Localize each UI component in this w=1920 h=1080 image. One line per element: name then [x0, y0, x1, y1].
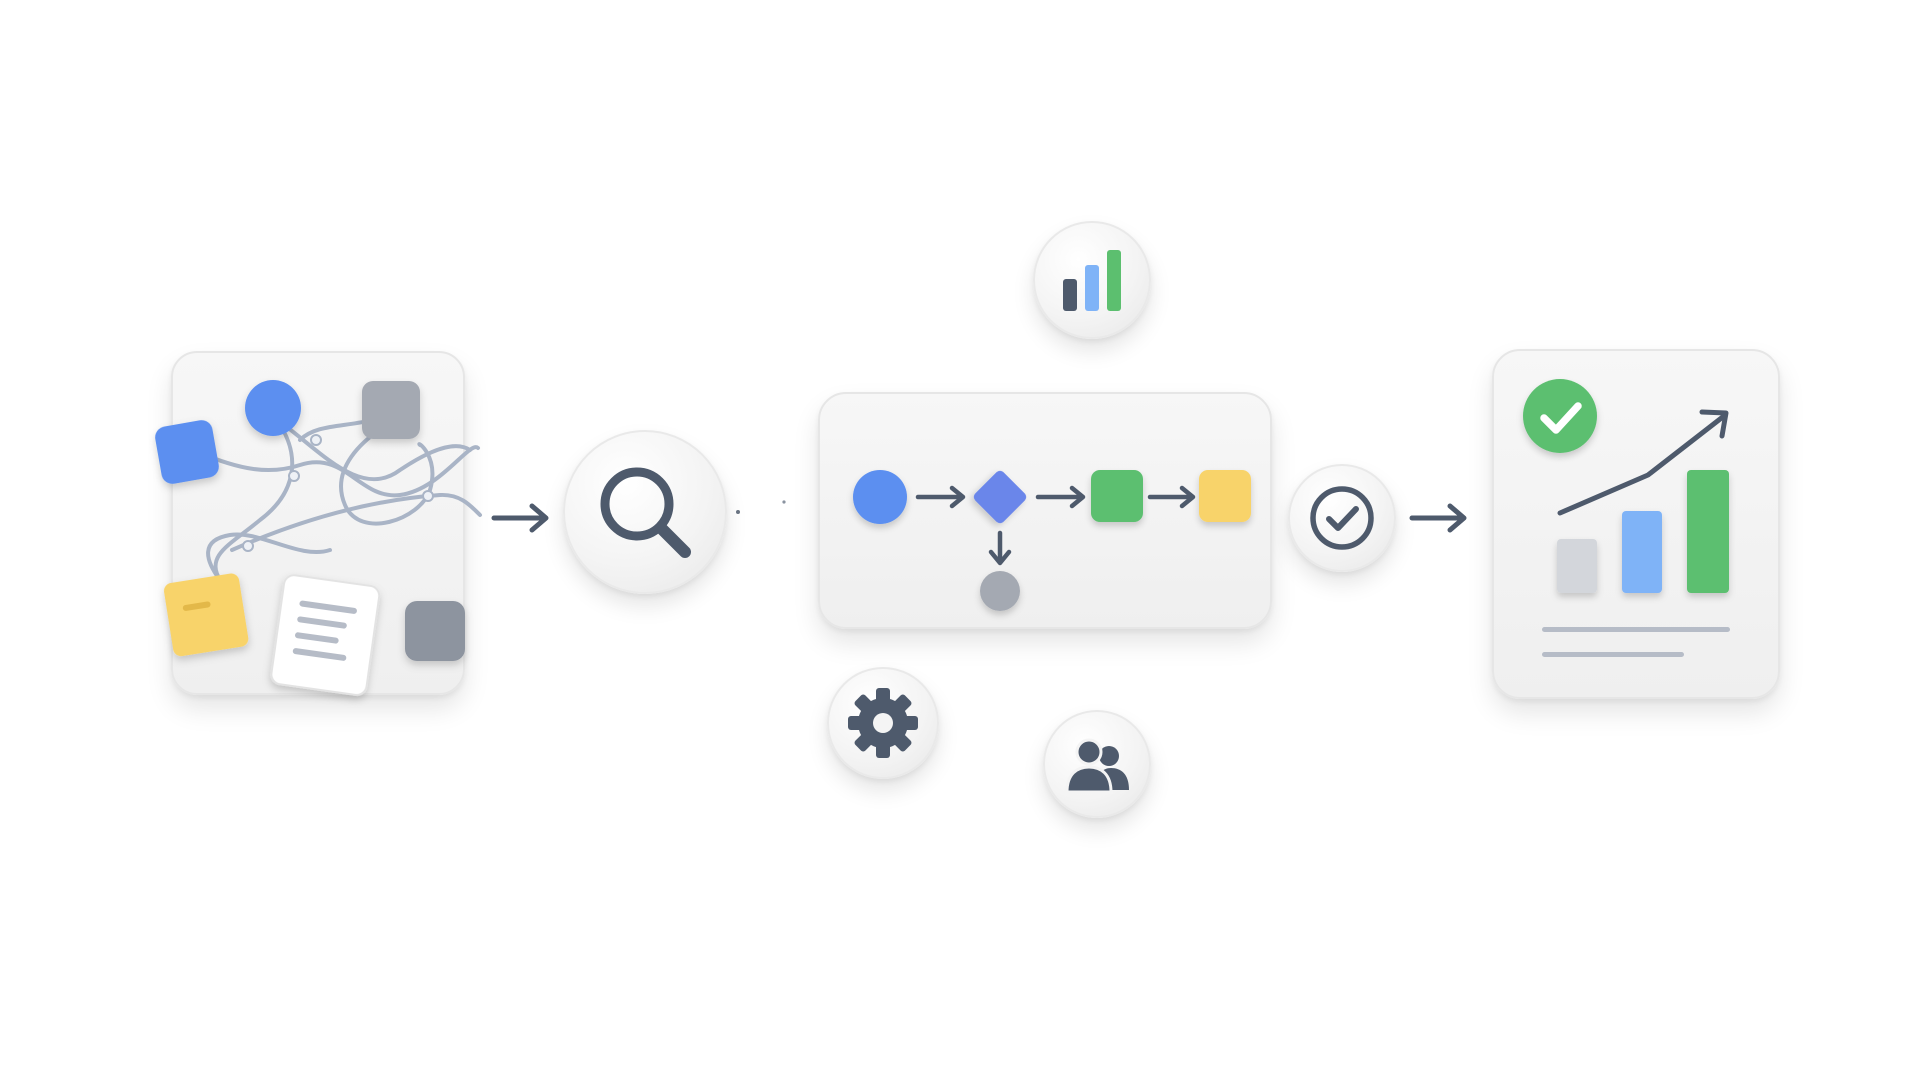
team-bubble[interactable] — [1043, 710, 1151, 818]
summary-line — [1542, 652, 1684, 657]
bar-chart-icon — [1063, 250, 1121, 311]
success-badge-icon — [1523, 379, 1597, 453]
gear-icon — [848, 688, 918, 758]
tangled-connectors — [196, 410, 482, 582]
sticky-note-icon — [163, 573, 249, 657]
analyze-bubble[interactable] — [563, 430, 727, 594]
arrow-down-icon — [988, 530, 1012, 566]
success-check-icon — [1540, 402, 1582, 434]
dot-decor — [736, 510, 740, 514]
decision-diamond-icon — [973, 470, 1027, 524]
trend-arrow-icon — [1557, 409, 1729, 516]
gray-square-node-icon — [362, 381, 420, 439]
metrics-bubble[interactable] — [1033, 221, 1151, 339]
magnifier-icon — [600, 467, 691, 558]
arrow-right-icon — [915, 485, 966, 509]
document-icon — [270, 574, 381, 696]
arrow-right-icon — [1147, 485, 1196, 509]
users-icon — [1065, 738, 1129, 794]
result-bar-3 — [1687, 470, 1729, 593]
end-node-icon — [1199, 470, 1251, 522]
arrow-right-icon — [1035, 485, 1086, 509]
check-circle-icon — [1310, 486, 1374, 550]
task-node-icon — [1091, 470, 1143, 522]
result-bar-2 — [1622, 511, 1662, 593]
blue-circle-node-icon — [245, 380, 301, 436]
branch-node-icon — [980, 571, 1020, 611]
gray-square-node-icon — [405, 601, 465, 661]
blue-square-node-icon — [155, 420, 219, 484]
arrow-right-icon — [1409, 503, 1467, 533]
arrow-right-icon — [491, 503, 549, 533]
settings-bubble[interactable] — [827, 667, 939, 779]
dot-decor — [782, 500, 786, 504]
connector-knots — [242, 434, 434, 552]
result-bar-1 — [1557, 539, 1597, 593]
start-node-icon — [853, 470, 907, 524]
summary-line — [1542, 627, 1730, 632]
approve-bubble[interactable] — [1288, 464, 1396, 572]
